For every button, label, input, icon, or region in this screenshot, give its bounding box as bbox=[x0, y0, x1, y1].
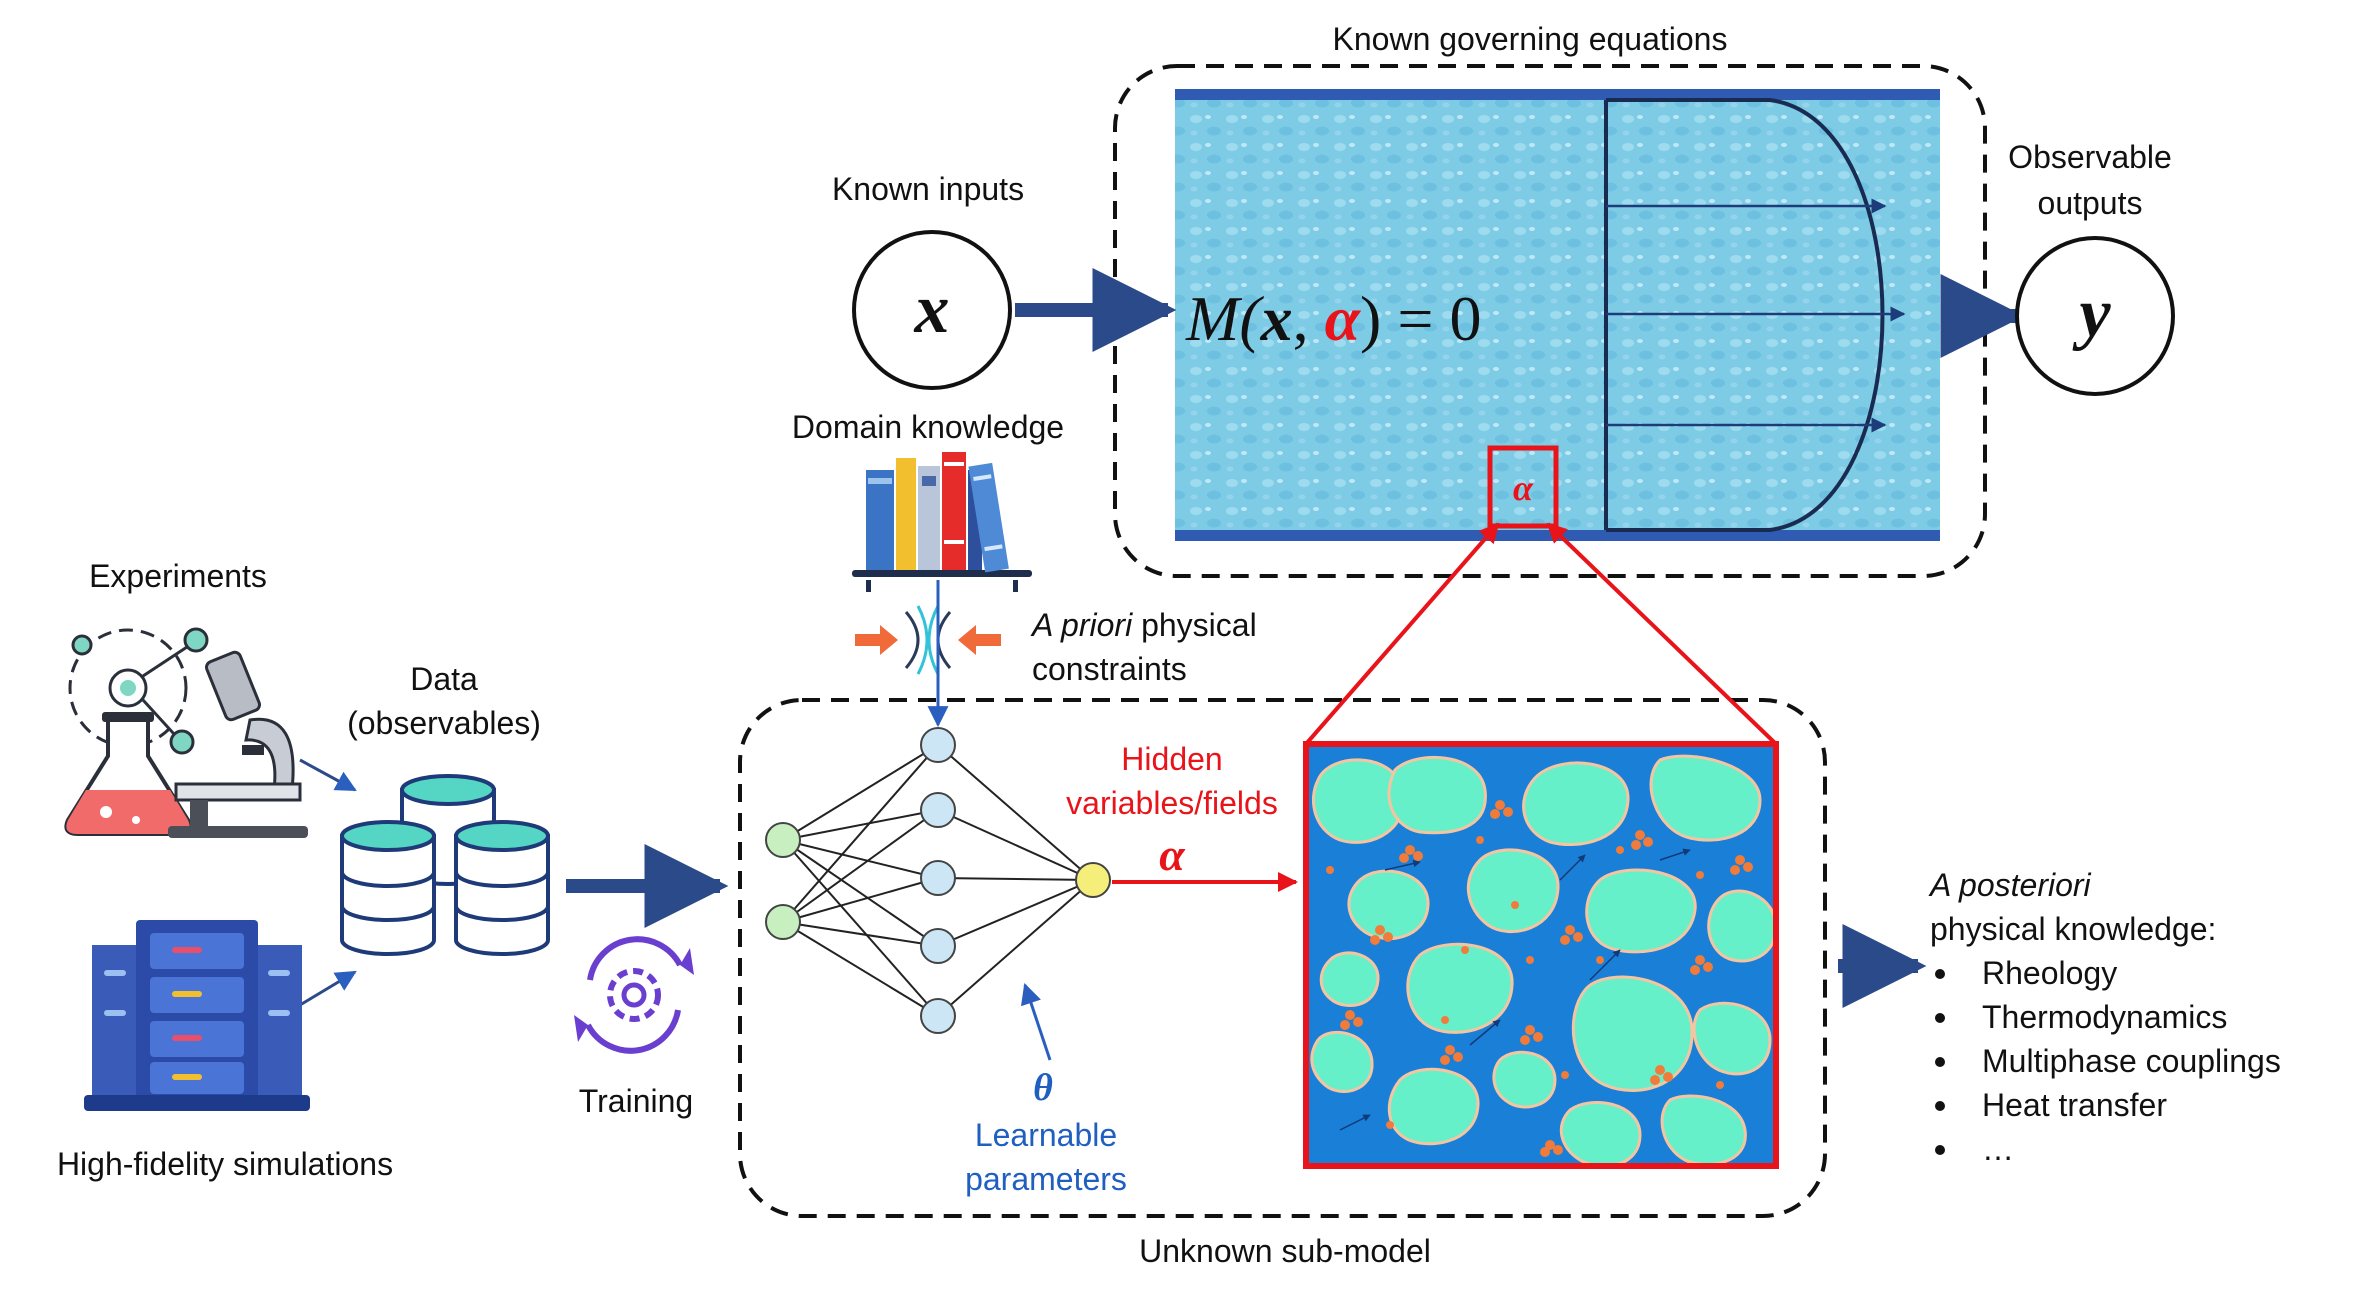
known-inputs-label: Known inputs bbox=[832, 171, 1024, 207]
bullet-dot bbox=[1935, 969, 1945, 979]
simulations-to-data-arrow bbox=[299, 970, 357, 1007]
observable-outputs-label: Observable bbox=[2008, 139, 2172, 175]
high-fidelity-label: High-fidelity simulations bbox=[57, 1146, 393, 1182]
constraints-icon bbox=[855, 605, 1001, 675]
database-icon bbox=[340, 774, 550, 956]
hidden-neuron bbox=[920, 727, 956, 763]
theta-symbol: θ bbox=[1033, 1067, 1053, 1109]
data-label-2: (observables) bbox=[347, 705, 541, 741]
posteriori-item: … bbox=[1982, 1131, 2014, 1167]
domain-knowledge-label: Domain knowledge bbox=[792, 409, 1064, 445]
server-icon bbox=[84, 920, 310, 1111]
known-equations-label: Known governing equations bbox=[1333, 21, 1728, 57]
posteriori-label: A posteriori bbox=[1928, 867, 2092, 903]
data-label: Data bbox=[410, 661, 478, 697]
bullet-dot bbox=[1935, 1145, 1945, 1155]
posteriori-item: Heat transfer bbox=[1982, 1087, 2167, 1123]
bullet-dot bbox=[1935, 1057, 1945, 1067]
governing-equation: M(x, α) = 0 bbox=[1185, 283, 1481, 354]
a-priori-label-2: constraints bbox=[1032, 651, 1187, 687]
hidden-neuron bbox=[920, 998, 956, 1034]
experiments-to-data-arrow bbox=[299, 758, 357, 792]
training-gear-icon bbox=[574, 936, 694, 1054]
output-node-y bbox=[2015, 236, 2175, 396]
experiments-icon bbox=[64, 627, 308, 838]
input-node-x bbox=[852, 230, 1012, 390]
input-neuron bbox=[765, 904, 801, 940]
alpha-highlight-box bbox=[1487, 445, 1559, 529]
learnable-label: Learnable bbox=[975, 1117, 1117, 1153]
books-icon bbox=[852, 452, 1032, 592]
microstructure-image bbox=[1303, 741, 1779, 1169]
hidden-neuron bbox=[920, 928, 956, 964]
input-x-symbol: x bbox=[914, 271, 950, 348]
alpha-symbol-hidden: α bbox=[1159, 829, 1186, 880]
output-neuron bbox=[1075, 862, 1111, 898]
hidden-neuron bbox=[920, 792, 956, 828]
alpha-symbol-small: α bbox=[1513, 468, 1534, 508]
unknown-submodel-label: Unknown sub-model bbox=[1139, 1233, 1431, 1269]
learnable-label-2: parameters bbox=[965, 1161, 1127, 1197]
observable-outputs-label-2: outputs bbox=[2038, 185, 2143, 221]
theta-pointer-arrow bbox=[1021, 983, 1052, 1061]
training-label: Training bbox=[579, 1083, 693, 1119]
unknown-submodel-box bbox=[738, 698, 1827, 1218]
bullet-dot bbox=[1935, 1013, 1945, 1023]
hidden-variables-label: Hidden bbox=[1121, 741, 1222, 777]
neural-network bbox=[765, 727, 1111, 1034]
posteriori-item: Thermodynamics bbox=[1982, 999, 2227, 1035]
a-priori-label: A priori physical bbox=[1030, 607, 1257, 643]
hidden-neuron bbox=[920, 860, 956, 896]
bullet-dot bbox=[1935, 1101, 1945, 1111]
posteriori-item: Rheology bbox=[1982, 955, 2117, 991]
input-neuron bbox=[765, 822, 801, 858]
experiments-label: Experiments bbox=[89, 558, 267, 594]
output-y-symbol: y bbox=[2072, 275, 2111, 352]
posteriori-item: Multiphase couplings bbox=[1982, 1043, 2281, 1079]
zoom-line-left bbox=[1304, 522, 1500, 746]
hidden-variables-label-2: variables/fields bbox=[1066, 785, 1278, 821]
posteriori-label-2: physical knowledge: bbox=[1930, 911, 2216, 947]
zoom-line-right bbox=[1546, 522, 1778, 746]
